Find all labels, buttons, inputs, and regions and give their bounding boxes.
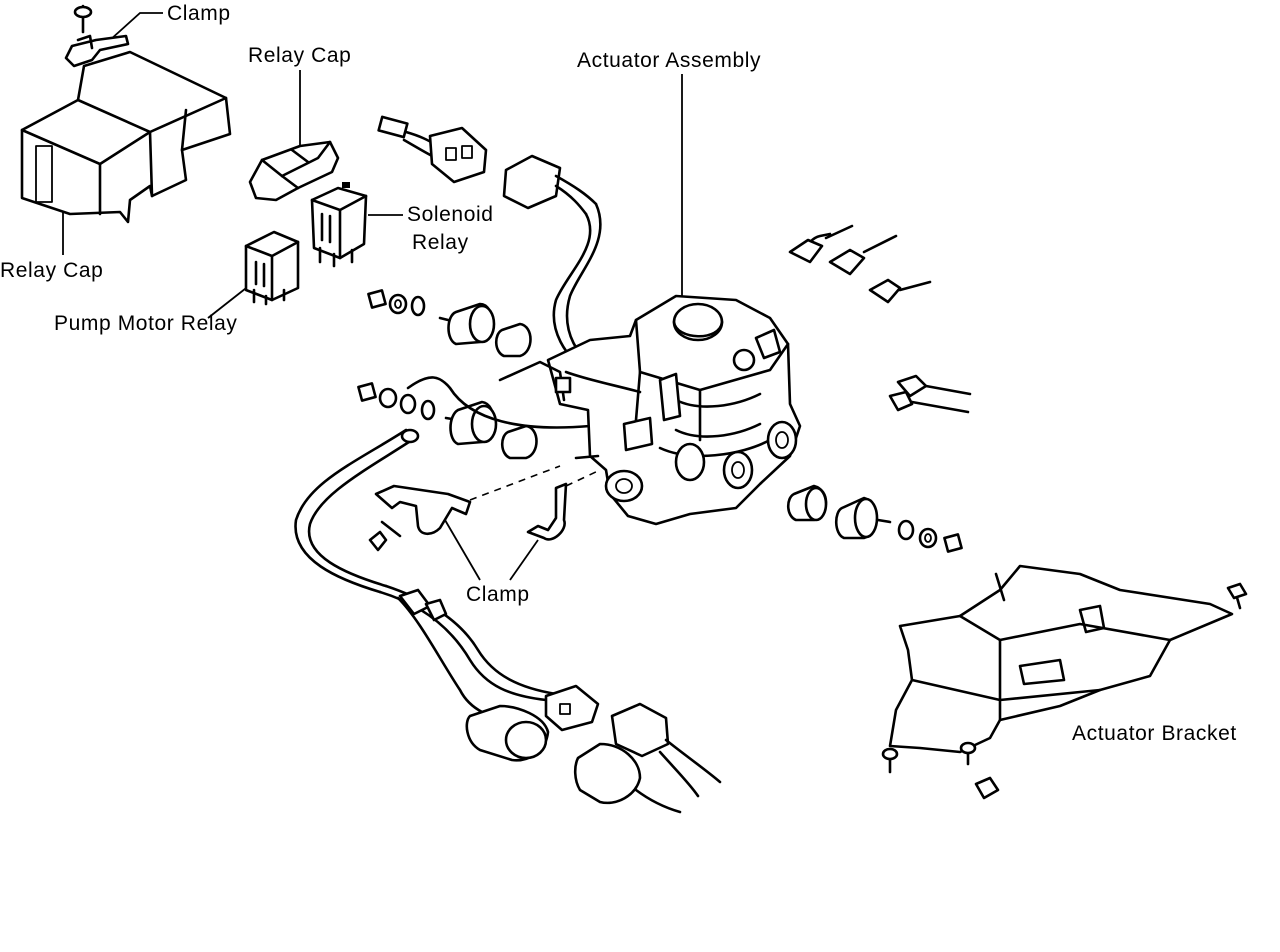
label-actuator-assembly: Actuator Assembly bbox=[577, 49, 761, 72]
label-clamp-bottom: Clamp bbox=[466, 583, 530, 606]
upper-mount-hardware bbox=[367, 289, 532, 358]
relay-cap-large bbox=[20, 50, 232, 224]
label-actuator-bracket: Actuator Bracket bbox=[1072, 722, 1237, 745]
right-mount-hardware bbox=[786, 484, 963, 553]
label-relay-cap-left: Relay Cap bbox=[0, 259, 103, 282]
brake-line-fittings bbox=[788, 224, 972, 414]
label-relay-cap-center: Relay Cap bbox=[248, 44, 351, 67]
label-clamp-top: Clamp bbox=[167, 2, 231, 25]
lower-wiring-harness bbox=[294, 428, 722, 814]
leader-lines bbox=[62, 12, 683, 581]
label-pump-motor-relay: Pump Motor Relay bbox=[54, 312, 238, 335]
clamp-top-part bbox=[64, 4, 130, 68]
relay-cap-small bbox=[248, 140, 340, 202]
bottom-clamps bbox=[368, 465, 601, 552]
solenoid-relay bbox=[310, 182, 368, 268]
actuator-assembly bbox=[498, 294, 802, 526]
label-solenoid-relay-line1: Solenoid bbox=[407, 203, 494, 226]
label-solenoid-relay-line2: Relay bbox=[412, 231, 469, 254]
actuator-bracket bbox=[881, 564, 1248, 800]
lower-mount-hardware bbox=[357, 376, 592, 460]
pump-motor-relay bbox=[244, 230, 300, 306]
